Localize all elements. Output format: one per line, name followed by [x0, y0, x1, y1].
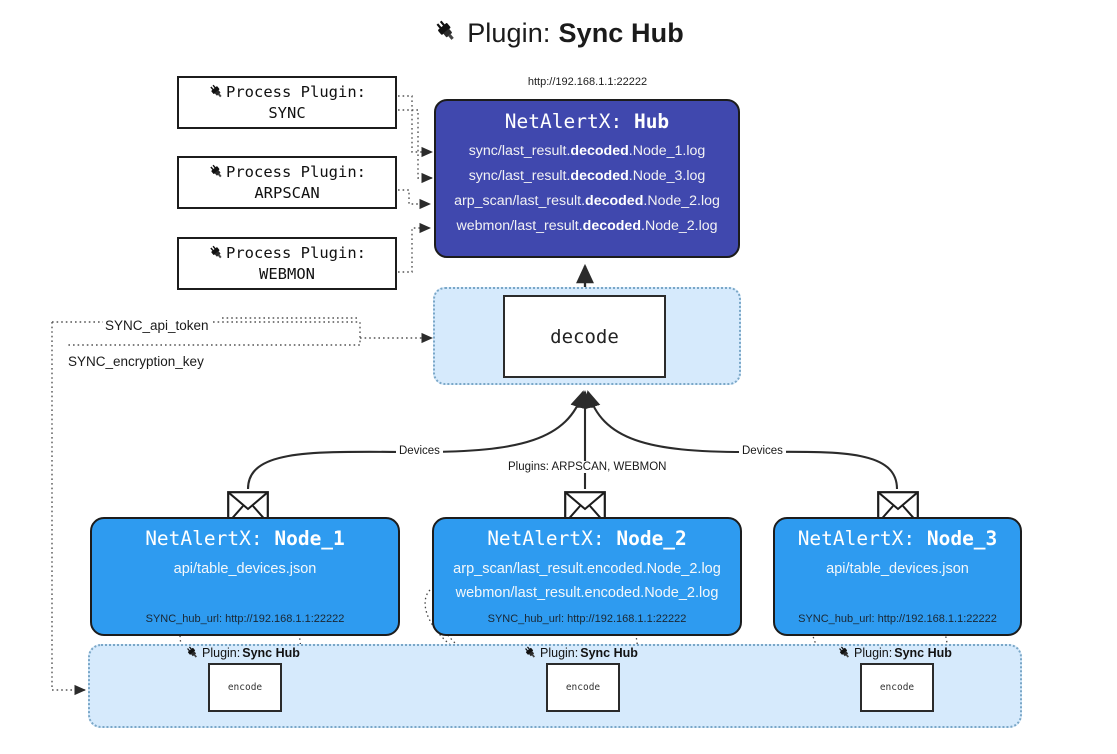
process-plugin-name: WEBMON — [259, 264, 315, 283]
plug-icon — [208, 243, 225, 264]
node-line: api/table_devices.json — [173, 561, 317, 577]
node-hub-url: SYNC_hub_url: http://192.168.1.1:22222 — [145, 613, 345, 625]
node-title: NetAlertX: Node_2 — [434, 527, 740, 550]
encode-plugin-label-2: Plugin: Sync Hub — [523, 645, 638, 661]
process-plugin-sync[interactable]: Process Plugin: SYNC — [177, 76, 397, 129]
node-title-name: Node_2 — [616, 527, 687, 550]
node-title-prefix: NetAlertX: — [145, 527, 263, 550]
node-line-list: api/table_devices.json — [775, 557, 1020, 581]
page-title-prefix: Plugin: — [467, 18, 551, 48]
hub-url-label: http://192.168.1.1:22222 — [527, 76, 648, 88]
encode-plugin-prefix: Plugin: — [854, 646, 893, 660]
encode-plugin-prefix: Plugin: — [540, 646, 579, 660]
process-plugin-label: Process Plugin: — [226, 82, 366, 101]
encode-plugin-label-1: Plugin: Sync Hub — [185, 645, 300, 661]
node-1[interactable]: NetAlertX: Node_1 api/table_devices.json… — [90, 517, 400, 636]
node-hub-url: SYNC_hub_url: http://192.168.1.1:22222 — [487, 613, 687, 625]
node-title: NetAlertX: Node_3 — [775, 527, 1020, 550]
env-label-encryption-key: SYNC_encryption_key — [66, 354, 206, 369]
encode-plugin-prefix: Plugin: — [202, 646, 241, 660]
encode-plugin-name: Sync Hub — [242, 646, 300, 660]
node-title: NetAlertX: Node_1 — [92, 527, 398, 550]
process-plugin-name: SYNC — [268, 103, 306, 122]
page-title: Plugin: Sync Hub — [0, 18, 1117, 49]
encode-box-2[interactable]: encode — [546, 663, 620, 712]
hub-log-list: sync/last_result.decoded.Node_1.log sync… — [436, 139, 738, 239]
node-line-list: arp_scan/last_result.encoded.Node_2.log … — [434, 557, 740, 605]
encode-plugin-name: Sync Hub — [580, 646, 638, 660]
hub-title-prefix: NetAlertX: — [504, 110, 623, 133]
plug-icon — [208, 82, 225, 103]
plugin-to-hub-edges — [398, 95, 433, 273]
process-plugin-arpscan[interactable]: Process Plugin: ARPSCAN — [177, 156, 397, 209]
edge-label-devices-right: Devices — [739, 445, 786, 457]
plug-icon — [208, 162, 225, 183]
hub-node[interactable]: NetAlertX: Hub sync/last_result.decoded.… — [434, 99, 740, 258]
process-plugin-label: Process Plugin: — [226, 162, 366, 181]
edge-label-plugins: Plugins: ARPSCAN, WEBMON — [505, 461, 670, 473]
node-title-name: Node_1 — [274, 527, 345, 550]
node-line: webmon/last_result.encoded.Node_2.log — [455, 585, 719, 601]
node-title-prefix: NetAlertX: — [487, 527, 605, 550]
encode-plugin-name: Sync Hub — [894, 646, 952, 660]
hub-log-line: sync/last_result.decoded.Node_1.log — [468, 143, 706, 159]
encode-plugin-label-3: Plugin: Sync Hub — [837, 645, 952, 661]
page-title-name: Sync Hub — [558, 18, 684, 48]
node-line-list: api/table_devices.json — [92, 557, 398, 581]
node-line: arp_scan/last_result.encoded.Node_2.log — [453, 561, 721, 577]
node-title-prefix: NetAlertX: — [797, 527, 916, 550]
decode-box[interactable]: decode — [503, 295, 666, 378]
plug-icon — [185, 645, 200, 661]
encode-box-1[interactable]: encode — [208, 663, 282, 712]
hub-log-line: webmon/last_result.decoded.Node_2.log — [456, 218, 718, 234]
node-title-name: Node_3 — [926, 527, 998, 550]
hub-title-name: Hub — [633, 110, 670, 133]
plug-icon — [523, 645, 538, 661]
node-to-decode-edges — [246, 390, 899, 490]
hub-log-line: arp_scan/last_result.decoded.Node_2.log — [454, 193, 720, 209]
plug-icon — [837, 645, 852, 661]
node-hub-url: SYNC_hub_url: http://192.168.1.1:22222 — [798, 613, 997, 625]
process-plugin-webmon[interactable]: Process Plugin: WEBMON — [177, 237, 397, 290]
encode-box-3[interactable]: encode — [860, 663, 934, 712]
env-label-api-token: SYNC_api_token — [103, 318, 211, 333]
node-2[interactable]: NetAlertX: Node_2 arp_scan/last_result.e… — [432, 517, 742, 636]
plug-icon — [433, 18, 459, 49]
hub-log-line: sync/last_result.decoded.Node_3.log — [468, 168, 706, 184]
edge-label-devices-left: Devices — [396, 445, 443, 457]
node-line: api/table_devices.json — [826, 561, 969, 577]
process-plugin-name: ARPSCAN — [254, 183, 320, 202]
hub-title: NetAlertX: Hub — [436, 110, 738, 133]
node-3[interactable]: NetAlertX: Node_3 api/table_devices.json… — [773, 517, 1022, 636]
process-plugin-label: Process Plugin: — [226, 243, 366, 262]
